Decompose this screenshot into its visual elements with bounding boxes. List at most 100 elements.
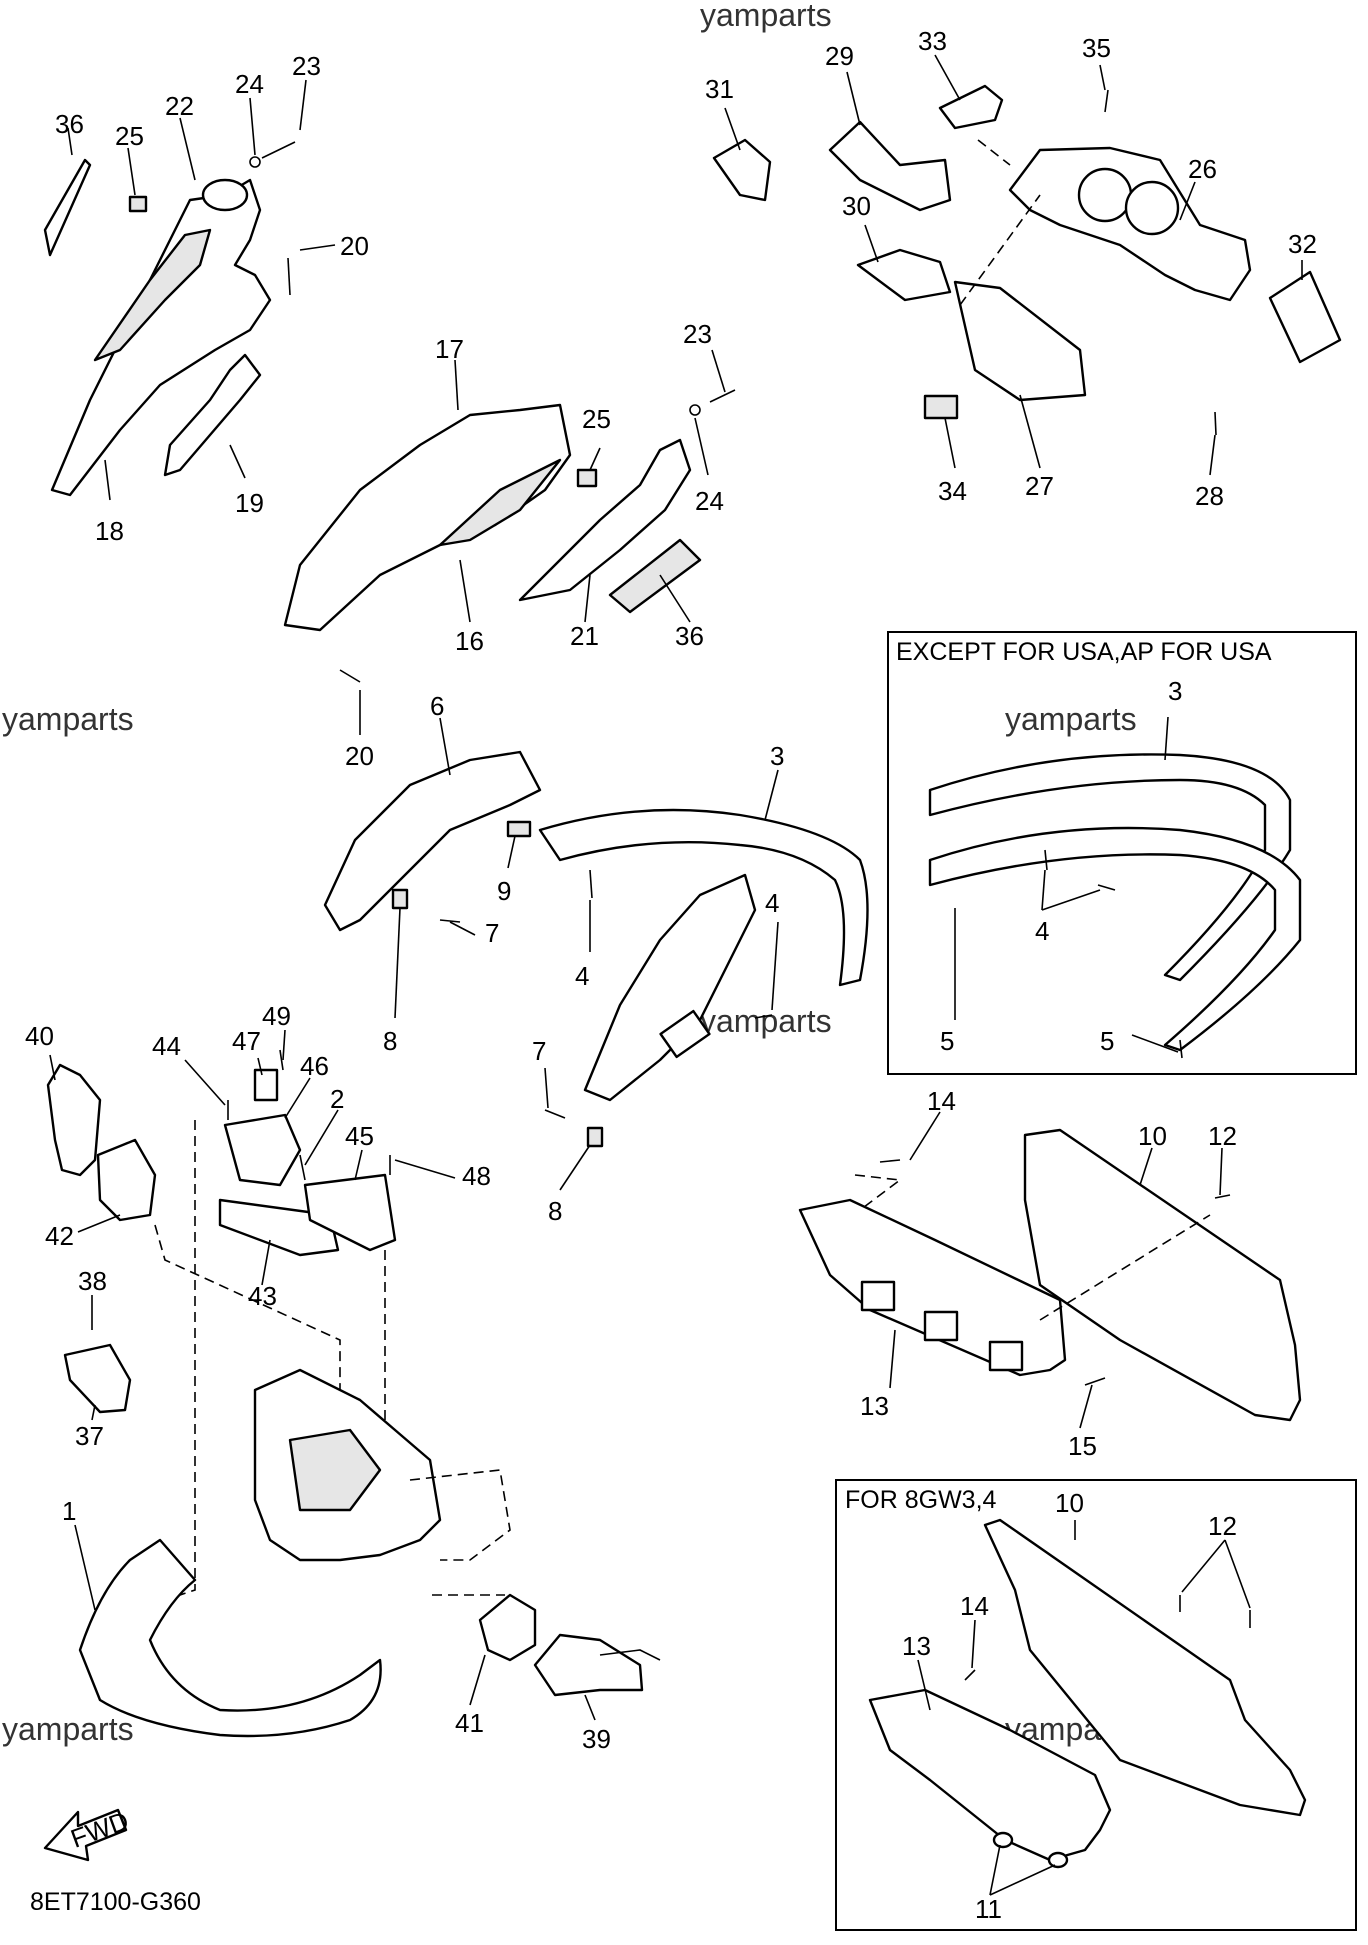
part-13-slot-2 xyxy=(923,1310,959,1342)
callout-43: 43 xyxy=(248,1281,277,1311)
leader-46 xyxy=(284,1077,311,1119)
inset-top-title: EXCEPT FOR USA,AP FOR USA xyxy=(896,638,1272,666)
leader-21 xyxy=(584,574,591,623)
callout-46: 46 xyxy=(300,1051,329,1081)
callout-24-2: 24 xyxy=(695,486,724,516)
inset-grab-bar-upper xyxy=(928,753,1292,982)
leader-7 xyxy=(449,921,476,936)
part-25-clip-2 xyxy=(576,468,598,488)
callout-17: 17 xyxy=(435,334,464,364)
fwd-arrow: FWD xyxy=(43,1805,133,1862)
part-26-gauge-left xyxy=(1077,167,1133,223)
leader-14 xyxy=(909,1111,941,1161)
leader-12 xyxy=(1219,1147,1223,1196)
front-cowl-group xyxy=(283,389,736,683)
part-3-grab-bar xyxy=(538,808,869,987)
part-45-stay xyxy=(303,1173,397,1252)
meter-panel-group xyxy=(712,84,1342,436)
part-23-bolt xyxy=(261,141,296,159)
leader-inset-11 xyxy=(989,1844,1001,1896)
leader-9 xyxy=(507,835,516,869)
callout-15: 15 xyxy=(1068,1431,1097,1461)
callout-9: 9 xyxy=(497,876,511,906)
diagram-code: 8ET7100-G360 xyxy=(30,1888,201,1916)
callout-19: 19 xyxy=(235,488,264,518)
inset-bottom-callout-10: 10 xyxy=(1055,1488,1084,1518)
part-22-grommet xyxy=(201,178,249,212)
callout-24: 24 xyxy=(235,69,264,99)
leader-dash-33 xyxy=(977,139,1011,166)
part-13-plate xyxy=(798,1198,1067,1377)
inset-part-11-grommet xyxy=(992,1831,1014,1849)
callout-36: 36 xyxy=(55,109,84,139)
leader-3 xyxy=(764,769,779,821)
part-7-screw-2 xyxy=(544,1109,566,1119)
part-37-bracket xyxy=(63,1343,132,1414)
callout-20: 20 xyxy=(340,231,369,261)
leader-27 xyxy=(1019,394,1041,469)
callout-4: 4 xyxy=(575,961,589,991)
callout-7-2: 7 xyxy=(532,1036,546,1066)
part-15-rivet xyxy=(1084,1377,1106,1386)
part-6-left-guard xyxy=(323,750,542,932)
part-12-rivet xyxy=(1214,1194,1231,1199)
inset-bottom-callout-13: 13 xyxy=(902,1631,931,1661)
callout-numbers: 36 25 22 24 23 20 18 19 17 25 23 24 16 2… xyxy=(25,26,1317,1754)
leader-inset-11-b xyxy=(989,1864,1056,1896)
part-32-cover xyxy=(1268,270,1342,364)
leader-34 xyxy=(944,417,956,469)
leader-inset-4 xyxy=(1041,869,1046,911)
callout-27: 27 xyxy=(1025,471,1054,501)
inset-part-13-plate xyxy=(868,1688,1112,1862)
leader-48 xyxy=(394,1159,456,1179)
leader-inset-12-b xyxy=(1224,1539,1251,1609)
part-24-washer-2 xyxy=(689,404,701,416)
part-23-bolt-2 xyxy=(709,389,736,403)
callout-23-2: 23 xyxy=(683,319,712,349)
leader-28 xyxy=(1209,434,1216,476)
part-42-bracket xyxy=(96,1138,157,1222)
watermark-top: yamparts xyxy=(700,0,832,33)
leader-36-2 xyxy=(659,574,691,623)
watermark-middle: yamparts xyxy=(700,1003,832,1039)
callout-3: 3 xyxy=(770,741,784,771)
part-36-decal xyxy=(43,158,92,257)
part-41-bracket xyxy=(478,1593,537,1662)
part-7-screw xyxy=(439,919,461,923)
inset-grab-bar-lower xyxy=(928,826,1302,1052)
callout-45: 45 xyxy=(345,1121,374,1151)
part-6-right-guard xyxy=(583,873,757,1102)
part-6-reflector xyxy=(659,1009,711,1059)
part-49-clamp xyxy=(279,1049,284,1071)
part-1-front-guard xyxy=(78,1538,382,1738)
bumper-group xyxy=(323,750,869,1148)
part-27-bracket xyxy=(953,280,1087,402)
leader-18 xyxy=(104,459,111,501)
leader-35 xyxy=(1099,64,1106,91)
leader-lines xyxy=(49,54,1303,1896)
part-17-upper-cowl xyxy=(283,403,572,632)
part-26-meter-cover xyxy=(1008,146,1252,302)
leader-22 xyxy=(179,117,196,181)
part-31-insulator xyxy=(712,138,772,202)
leader-44 xyxy=(184,1059,226,1106)
watermark-inset: yamparts xyxy=(1005,701,1137,737)
part-8-nut-2 xyxy=(586,1126,604,1148)
callout-33: 33 xyxy=(918,26,947,56)
callout-35: 35 xyxy=(1082,33,1111,63)
fwd-arrow-shape xyxy=(43,1808,128,1862)
leader-42 xyxy=(77,1214,121,1233)
side-cowl-group xyxy=(43,141,296,497)
part-20-bolt-2 xyxy=(339,669,361,683)
leader-inset-12 xyxy=(1181,1539,1226,1593)
callout-20-2: 20 xyxy=(345,741,374,771)
leader-29 xyxy=(846,71,861,126)
leader-23 xyxy=(299,79,307,131)
part-47-bracket xyxy=(253,1068,279,1102)
leader-31 xyxy=(724,107,741,151)
part-33-cover xyxy=(938,84,1004,130)
leader-24-2 xyxy=(694,417,709,476)
leader-20 xyxy=(299,244,336,251)
inset-bolt-4-b xyxy=(1097,884,1116,891)
